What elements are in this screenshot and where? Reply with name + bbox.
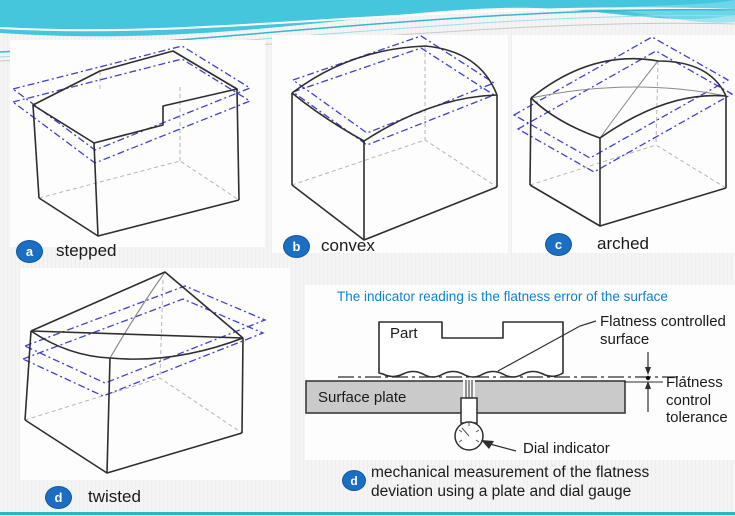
flatness-control-tolerance-label: Flatness control tolerance — [666, 374, 728, 427]
badge-d-twisted: d — [45, 486, 72, 509]
convex-surface-figure — [291, 35, 498, 241]
dial-indicator-label: Dial indicator — [523, 440, 610, 457]
convex-hidden-edges — [291, 46, 498, 188]
flatness-controlled-line2: surface — [600, 331, 650, 348]
flatness-controlled-surface-label: Flatness controlled surface — [600, 313, 726, 349]
badge-a: a — [16, 240, 43, 263]
arched-tolerance-planes — [512, 36, 734, 173]
panel-stepped — [10, 40, 265, 247]
measurement-caption: mechanical measurement of the flatness d… — [371, 463, 649, 501]
stepped-hidden-edges — [38, 71, 240, 201]
caption-arched: arched — [597, 234, 649, 253]
measurement-heading: The indicator reading is the flatness er… — [337, 289, 668, 304]
part-label: Part — [390, 325, 418, 342]
stepped-surface-figure — [11, 45, 252, 237]
measurement-caption-line1: mechanical measurement of the flatness — [371, 464, 650, 481]
twisted-tolerance-planes — [21, 285, 267, 397]
arched-surface-curves — [530, 60, 727, 139]
tolerance-dimension — [624, 352, 663, 412]
twisted-solid-edges — [24, 271, 244, 474]
tolerance-label-line2: control — [666, 391, 712, 409]
surface-plate-label: Surface plate — [318, 389, 407, 406]
caption-convex: convex — [321, 236, 375, 255]
twisted-surface-figure — [21, 271, 267, 474]
panel-convex — [272, 35, 508, 253]
caption-twisted: twisted — [88, 487, 141, 506]
dial-ticks — [458, 423, 480, 443]
panel-twisted — [20, 268, 290, 480]
dial-leader-arrowhead — [481, 440, 494, 449]
indicator-stem — [465, 380, 473, 398]
panel-arched — [512, 35, 735, 253]
surface-leader-line — [497, 320, 597, 372]
indicator-body — [460, 397, 478, 424]
arched-hidden-edges — [529, 60, 727, 189]
badge-c: c — [545, 233, 572, 256]
dial-leader-line — [489, 443, 517, 452]
twisted-hidden-edges — [24, 279, 243, 434]
tolerance-label-line1: Flatness — [666, 374, 723, 391]
bottom-accent-line — [0, 512, 735, 515]
tolerance-label-line3: tolerance — [666, 409, 728, 426]
stepped-solid-edges — [32, 50, 240, 237]
arched-surface-figure — [512, 36, 734, 227]
part-shape — [378, 321, 564, 378]
convex-solid-edges — [291, 45, 498, 241]
caption-stepped: stepped — [56, 241, 117, 260]
badge-d-measurement: d — [342, 470, 366, 491]
arched-solid-edges — [529, 57, 727, 227]
convex-tolerance-planes — [291, 35, 496, 146]
badge-b: b — [283, 235, 310, 258]
measurement-caption-line2: deviation using a plate and dial gauge — [371, 483, 632, 500]
stepped-tolerance-planes — [11, 45, 252, 164]
flatness-controlled-line1: Flatness controlled — [600, 313, 726, 330]
flatness-measurement-diagram — [305, 320, 690, 452]
twist-fold-curve — [109, 271, 166, 359]
